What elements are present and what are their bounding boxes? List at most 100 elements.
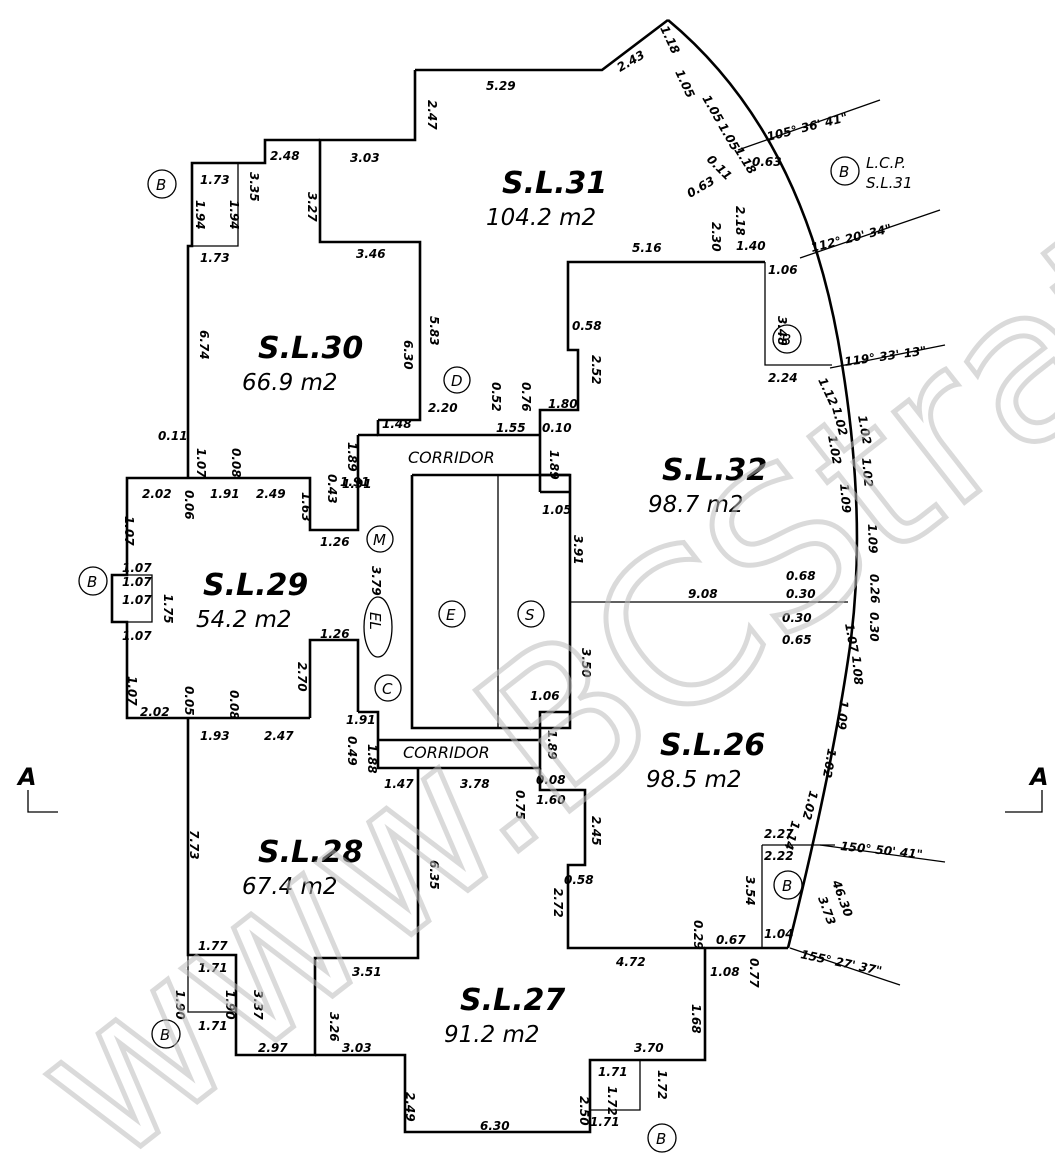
c-marker: C <box>374 674 402 702</box>
dimension-label: 2.22 <box>764 849 794 863</box>
e-marker: E <box>438 600 466 628</box>
dimension-label: 2.47 <box>425 100 439 130</box>
dimension-label: 2.45 <box>589 816 603 846</box>
dimension-label: 0.65 <box>782 633 812 647</box>
lot-area-sl28: 67.4 m2 <box>242 874 338 900</box>
corridor-label: CORRIDOR <box>408 448 495 467</box>
dimension-label: 1.04 <box>764 927 794 941</box>
dimension-label: 1.75 <box>161 594 175 624</box>
dimension-label: 3.26 <box>327 1012 341 1042</box>
svg-text:B: B <box>656 1130 666 1148</box>
balcony-marker: B <box>830 156 860 186</box>
svg-text:E: E <box>446 606 456 624</box>
dimension-label: 1.05 <box>672 67 697 100</box>
dimension-label: 2.49 <box>256 487 286 501</box>
dimension-label: 4.72 <box>615 955 646 969</box>
dimension-label: 0.26 <box>867 574 882 604</box>
dimension-label: 3.46 <box>356 247 386 261</box>
dimension-label: 1.80 <box>548 397 578 411</box>
lot-labels: S.L.31 104.2 m2 S.L.30 66.9 m2 S.L.32 98… <box>196 166 767 1048</box>
dimension-label: 2.70 <box>295 662 309 692</box>
dimension-label: 0.30 <box>782 611 812 625</box>
balcony-marker: B <box>647 1123 677 1153</box>
dimension-label: 2.20 <box>428 401 458 415</box>
dimension-label: 0.30 <box>786 587 816 601</box>
lot-area-sl26: 98.5 m2 <box>646 767 742 793</box>
dimension-label: 1.02 <box>820 747 839 779</box>
dimension-label: 0.43 <box>325 474 339 504</box>
dimension-label: 2.30 <box>709 222 723 252</box>
dimension-label: 2.48 <box>270 149 300 163</box>
lot-area-sl30: 66.9 m2 <box>242 370 338 396</box>
balcony-marker: B <box>151 1019 181 1049</box>
dimension-label: 1.07 <box>122 629 152 643</box>
dimension-label: 3.03 <box>342 1041 372 1055</box>
dimension-label: 3.50 <box>579 648 593 678</box>
lcp-note: L.C.P. S.L.31 <box>866 154 913 192</box>
dimension-label: 1.73 <box>200 173 230 187</box>
dimension-label: 2.50 <box>577 1096 591 1126</box>
dimension-label: 1.05 <box>699 93 726 126</box>
dimension-label: 1.07 <box>122 561 152 575</box>
dimension-label: 0.11 <box>158 429 188 443</box>
dimension-label: 1.91 <box>340 475 370 489</box>
dimension-label: 1.40 <box>736 239 766 253</box>
dimension-label: 2.49 <box>403 1092 417 1122</box>
dimension-label: 3.78 <box>460 777 490 791</box>
dimension-label: 1.89 <box>545 730 559 760</box>
bearing-label: 112° 20' 34" <box>809 221 893 255</box>
dimension-label: 3.79 <box>369 566 383 596</box>
balcony-marker: B <box>773 870 803 900</box>
dimension-label: 1.71 <box>198 961 228 975</box>
svg-text:M: M <box>373 531 386 549</box>
dimension-label: 0.08 <box>227 690 241 720</box>
lot-area-sl31: 104.2 m2 <box>486 205 596 231</box>
svg-text:B: B <box>156 176 166 194</box>
dimension-label: 2.52 <box>589 355 603 385</box>
lot-name-sl29: S.L.29 <box>203 568 308 603</box>
lot-area-sl29: 54.2 m2 <box>196 607 292 633</box>
dimension-label: 1.07 <box>842 622 861 654</box>
dimension-label: 1.02 <box>825 434 844 466</box>
dimension-label: 1.93 <box>200 729 230 743</box>
dimension-label: 3.51 <box>352 965 382 979</box>
dimension-label: 5.16 <box>632 241 662 255</box>
svg-text:EL: EL <box>366 612 384 630</box>
dimension-label: 1.71 <box>590 1115 620 1129</box>
dimension-label: 0.52 <box>489 382 503 412</box>
dimension-label: 0.58 <box>564 873 594 887</box>
bearing-label: 155° 27' 37" <box>799 947 883 978</box>
corridor-label: CORRIDOR <box>403 743 490 762</box>
balcony-marker: B <box>772 324 802 354</box>
dimension-label: 1.94 <box>193 200 207 230</box>
dimension-label: 1.07 <box>122 593 152 607</box>
dimension-label: 3.03 <box>350 151 380 165</box>
svg-text:L.C.P.: L.C.P. <box>866 154 906 172</box>
building-outline <box>110 18 859 1134</box>
dimension-label: 2.43 <box>615 48 648 75</box>
dimension-label: 2.24 <box>768 371 798 385</box>
dimension-label: 2.72 <box>551 888 565 918</box>
dimension-label: 1.48 <box>382 417 412 431</box>
dimension-label: 5.83 <box>427 316 441 346</box>
dimension-label: 1.60 <box>536 793 566 807</box>
dimension-label: 1.94 <box>227 200 241 230</box>
dimension-label: 0.77 <box>747 958 761 988</box>
dimension-label: 0.29 <box>691 920 705 950</box>
dimension-label: 3.48 <box>775 316 789 346</box>
dimension-label: 0.63 <box>752 155 782 169</box>
dimension-label: 0.06 <box>182 490 196 520</box>
dimension-label: 0.63 <box>685 174 718 201</box>
dimension-label: 1.91 <box>342 477 372 491</box>
lot-name-sl27: S.L.27 <box>460 983 565 1018</box>
dimension-label: 0.08 <box>536 773 566 787</box>
dimension-label: 1.08 <box>710 965 740 979</box>
dimension-label: 1.89 <box>345 442 359 472</box>
dimension-label: 0.49 <box>345 736 359 766</box>
dimension-label: 1.06 <box>768 263 798 277</box>
dimension-label: 1.89 <box>547 450 561 480</box>
dimension-label: 1.09 <box>865 524 880 554</box>
s-marker: S <box>517 600 545 628</box>
dimension-label: 0.67 <box>716 933 746 947</box>
